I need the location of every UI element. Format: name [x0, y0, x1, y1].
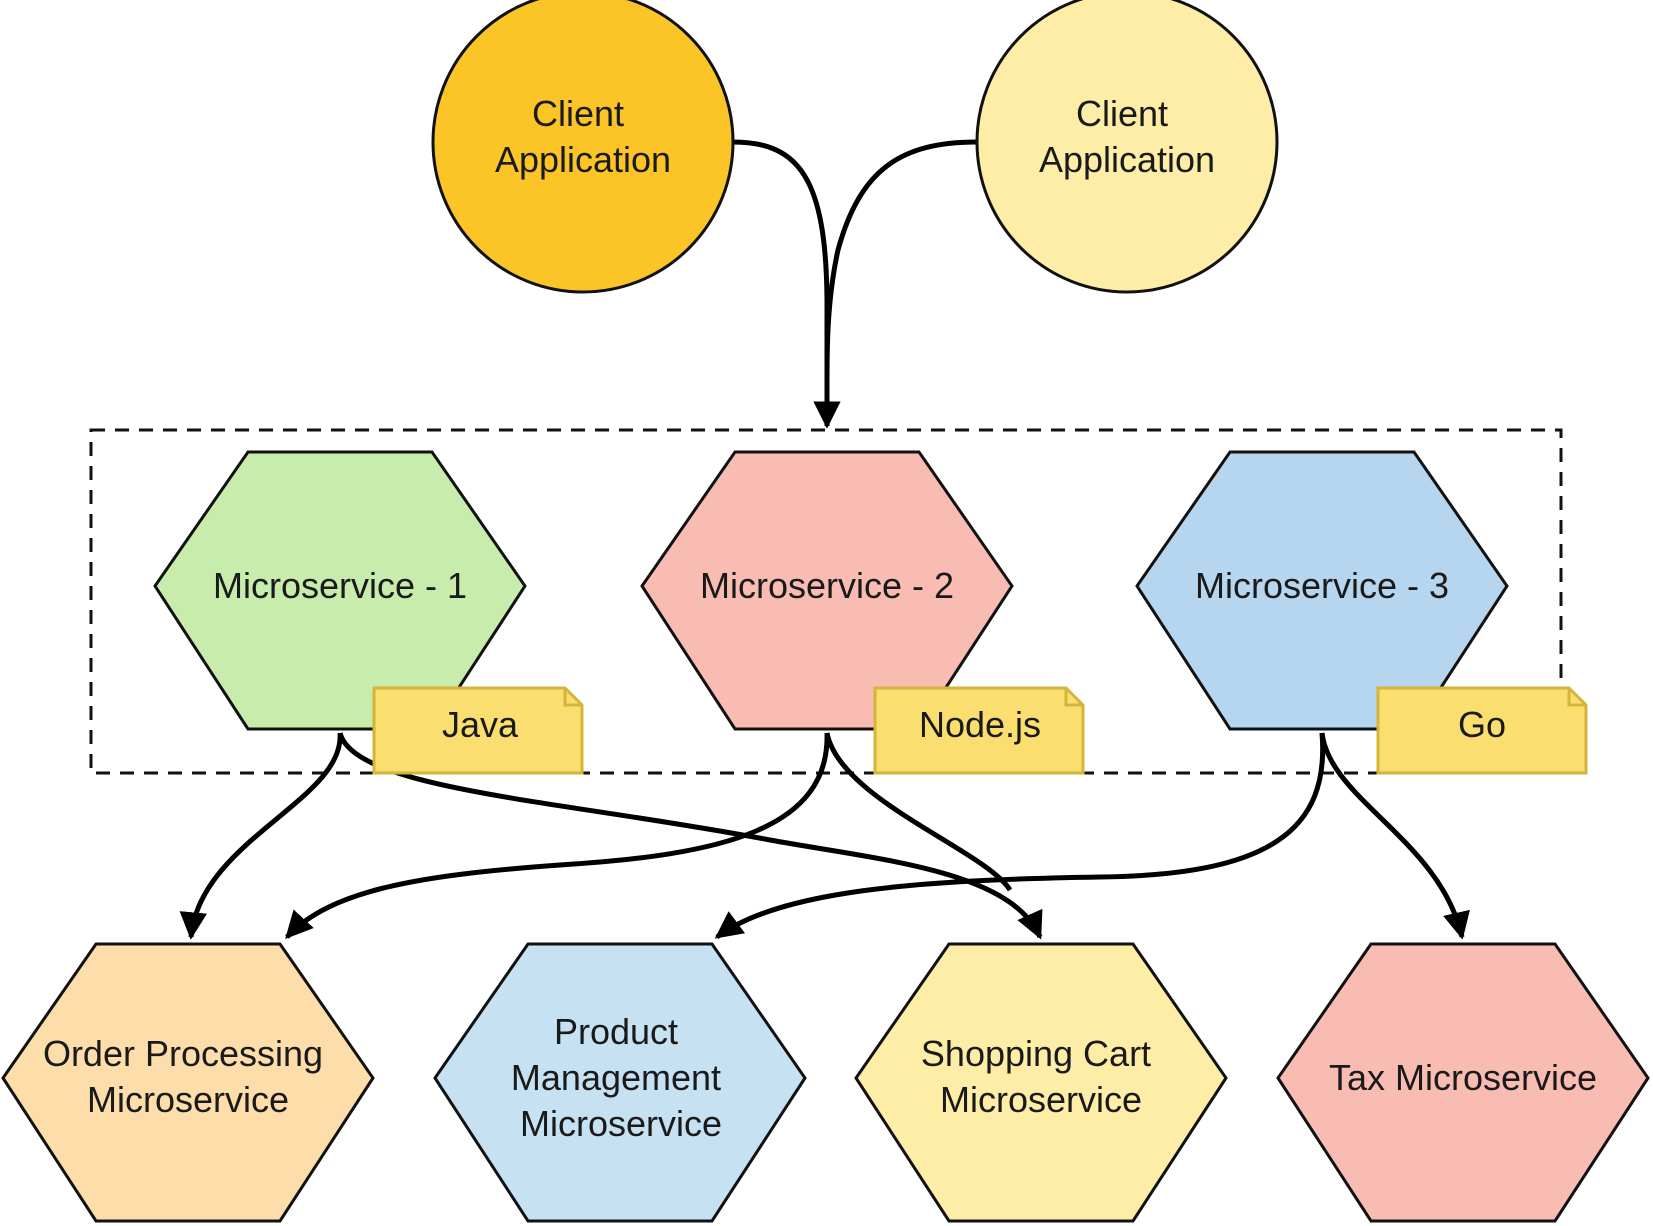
- product-management-label: Product Management Microservice: [511, 1011, 731, 1144]
- tag-nodejs-note: [873, 686, 1085, 775]
- tag-nodejs: Node.js: [873, 686, 1085, 775]
- shopping-cart-microservice: Shopping Cart Microservice: [854, 942, 1228, 1223]
- edge-client-1-to-gateway: [732, 139, 841, 429]
- client-application-2-circle: [975, 0, 1279, 294]
- microservice-2-label: Microservice - 2: [700, 565, 954, 606]
- tag-java-fold: [563, 688, 582, 707]
- microservice-1-label: Microservice - 1: [213, 565, 467, 606]
- edge-ms-3-to-tax: [1319, 732, 1470, 940]
- edge-client-2-to-gateway: [824, 139, 978, 381]
- tag-java-note: [372, 686, 584, 775]
- tax-microservice: Tax Microservice: [1276, 942, 1650, 1223]
- tax-hexagon: [1276, 942, 1650, 1223]
- tag-java: Java: [372, 686, 584, 775]
- client-application-1-label: Client Application: [495, 93, 671, 180]
- tag-nodejs-label: Node.js: [919, 704, 1041, 745]
- client-application-1: Client Application: [431, 0, 735, 294]
- microservice-3-hexagon: [1135, 450, 1509, 731]
- tag-go: Go: [1376, 686, 1588, 775]
- microservice-1-hexagon: [153, 450, 527, 731]
- tag-go-fold: [1567, 688, 1586, 707]
- order-processing-microservice: Order Processing Microservice: [1, 942, 375, 1223]
- client-application-2-label: Client Application: [1039, 93, 1215, 180]
- microservice-2: Microservice - 2: [640, 450, 1014, 731]
- tag-go-note: [1376, 686, 1588, 775]
- client-application-2: Client Application: [975, 0, 1279, 294]
- service-boundary: [89, 428, 1563, 775]
- client-application-1-circle: [431, 0, 735, 294]
- shopping-cart-label: Shopping Cart Microservice: [921, 1033, 1161, 1120]
- product-management-hexagon: [433, 942, 807, 1223]
- microservice-1: Microservice - 1: [153, 450, 527, 731]
- order-processing-label: Order Processing Microservice: [43, 1033, 333, 1120]
- edge-ms-1-to-order: [179, 732, 343, 940]
- microservice-2-hexagon: [640, 450, 1014, 731]
- edge-ms-2-to-cart: [824, 732, 1013, 892]
- tax-label: Tax Microservice: [1329, 1057, 1597, 1098]
- microservice-3-label: Microservice - 3: [1195, 565, 1449, 606]
- edge-ms-3-to-product: [714, 732, 1326, 940]
- product-management-microservice: Product Management Microservice: [433, 942, 807, 1223]
- order-processing-hexagon: [1, 942, 375, 1223]
- microservice-3: Microservice - 3: [1135, 450, 1509, 731]
- tag-java-label: Java: [442, 704, 519, 745]
- tag-go-label: Go: [1458, 704, 1506, 745]
- edge-ms-2-to-order: [285, 732, 830, 940]
- tag-nodejs-fold: [1064, 688, 1083, 707]
- shopping-cart-hexagon: [854, 942, 1228, 1223]
